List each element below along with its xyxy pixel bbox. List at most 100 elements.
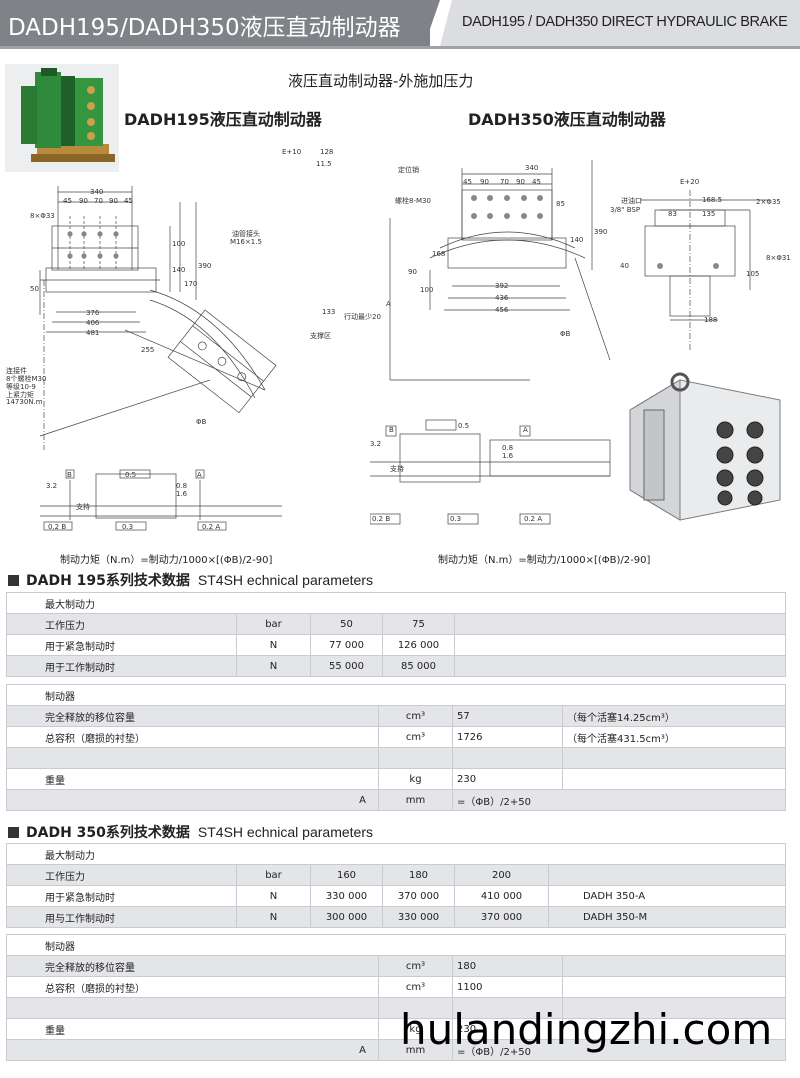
- locator-label: 定位销: [398, 166, 419, 174]
- section-title-195: DADH 195系列技术数据: [26, 573, 190, 589]
- table-row: 完全释放的移位容量 cm³ 180: [6, 955, 786, 977]
- dim-195-d: 90: [109, 197, 118, 205]
- table-195-force: 最大制动力 工作压力 bar 50 75 用于紧急制动时 N 77 000 12…: [6, 592, 786, 677]
- dim-195-holes: 8×Φ33: [30, 212, 55, 220]
- inlet-thread: 3/8" BSP: [610, 206, 641, 214]
- dim-350-168: 168: [432, 250, 446, 258]
- dim-350-188: 188: [704, 316, 718, 324]
- oil-port-thread: M16×1.5: [230, 238, 262, 246]
- drawing-195-front-view: [39, 186, 282, 531]
- dim-195-133: 133: [322, 308, 336, 316]
- dim-195-255: 255: [141, 346, 155, 354]
- connector-195-l4: 上紧力矩: [6, 391, 34, 399]
- section-title-350: DADH 350系列技术数据: [26, 825, 190, 841]
- table-row: 用于紧急制动时 N 77 000 126 000: [6, 634, 786, 656]
- dim-350-8phi31: 8×Φ31: [766, 254, 791, 262]
- dim-195-50: 50: [30, 285, 39, 293]
- surface-195-a: 3.2: [46, 482, 58, 490]
- dim-195-phib: ΦB: [196, 418, 207, 426]
- drawing-350-front-view: [370, 160, 770, 525]
- support-195-label: 支持: [76, 503, 90, 511]
- section-subtitle-195: ST4SH echnical parameters: [197, 572, 373, 588]
- header-slant-light: [440, 0, 452, 46]
- group-max-force: 最大制动力: [6, 592, 786, 614]
- dim-350-a: 45: [463, 178, 472, 186]
- surface-195-b: 0.8: [176, 482, 188, 490]
- dim-195-406: 406: [86, 319, 100, 327]
- dim-350-392: 392: [495, 282, 509, 290]
- dim-195-width: 340: [90, 188, 104, 196]
- page-title: DADH195/DADH350液压直动制动器: [8, 15, 401, 41]
- table-row: [6, 997, 786, 1019]
- tol-195-a: A: [197, 471, 202, 479]
- formula-350: 制动力矩（N.m）=制动力/1000×[(ΦB)/2-90]: [438, 555, 651, 566]
- group-brake: 制动器: [6, 684, 786, 706]
- dim-350-e20: E+20: [680, 178, 700, 186]
- dim-350-83: 83: [668, 210, 677, 218]
- connector-195-l5: 14730N.m: [6, 398, 43, 406]
- tol-195-v2: 0.2 B: [48, 523, 67, 531]
- dim-350-2phi35: 2×Φ35: [756, 198, 781, 206]
- dim-195-e10: E+10: [282, 148, 302, 156]
- tol-350-v1: 0.5: [458, 422, 470, 430]
- dim-350-c: 70: [500, 178, 509, 186]
- dim-195-100: 100: [172, 240, 186, 248]
- header-divider: [0, 46, 800, 49]
- table-row: 总容积（磨损的衬垫） cm³ 1100: [6, 976, 786, 998]
- table-row: 用于工作制动时 N 55 000 85 000: [6, 655, 786, 677]
- oil-port-label: 油管接头: [232, 230, 260, 238]
- tol-350-v3: 0.3: [450, 515, 462, 523]
- tol-195-b: B: [67, 471, 72, 479]
- dim-195-170: 170: [184, 280, 198, 288]
- table-350-force: 最大制动力 工作压力 bar 160 180 200 用于紧急制动时 N 330…: [6, 843, 786, 928]
- header-slant-dark: [424, 0, 440, 46]
- dim-195-c: 70: [94, 197, 103, 205]
- connector-195-l2: 8个螺栓M30: [6, 375, 47, 383]
- dim-195-11-5: 11.5: [316, 160, 332, 168]
- dim-195-b: 90: [79, 197, 88, 205]
- dim-195-a: 45: [63, 197, 72, 205]
- dim-350-436: 436: [495, 294, 509, 302]
- dim-350-b: 90: [480, 178, 489, 186]
- bolts-label: 螺栓8-M30: [395, 197, 431, 205]
- section-heading-195: DADH 195系列技术数据 ST4SH echnical parameters: [8, 570, 373, 590]
- header-right-band: [452, 0, 800, 46]
- page-title-english: DADH195 / DADH350 DIRECT HYDRAULIC BRAKE: [462, 14, 788, 30]
- dim-350-e: 45: [532, 178, 541, 186]
- section-subtitle-350: ST4SH echnical parameters: [197, 824, 373, 840]
- table-row: 用与工作制动时 N 300 000 330 000 370 000 DADH 3…: [6, 906, 786, 928]
- dim-195-376: 376: [86, 309, 100, 317]
- tol-195-v3: 0.3: [122, 523, 134, 531]
- gap-note: 行动最少20: [344, 313, 381, 321]
- dim-350-135: 135: [702, 210, 716, 218]
- drawing-title-195: DADH195液压直动制动器: [124, 110, 322, 129]
- support-350-label: 支持: [390, 465, 404, 473]
- surface-350-b: 0.8: [502, 444, 514, 452]
- surface-350-c: 1.6: [502, 452, 514, 460]
- tol-195-v4: 0.2 A: [202, 523, 221, 531]
- dim-350-width: 340: [525, 164, 539, 172]
- dim-350-456: 456: [495, 306, 509, 314]
- dim-350-85: 85: [556, 200, 565, 208]
- dim-350-140: 140: [570, 236, 584, 244]
- table-row: 工作压力 bar 160 180 200: [6, 864, 786, 886]
- table-195-brake: 制动器 完全释放的移位容量 cm³ 57 （每个活塞14.25cm³） 总容积（…: [6, 684, 786, 811]
- tol-350-v4: 0.2 A: [524, 515, 543, 523]
- table-row: A mm =（ΦB）/2+50: [6, 1039, 786, 1061]
- section-bullet-icon: [8, 826, 19, 838]
- drawing-main-title: 液压直动制动器-外施加压力: [288, 72, 474, 90]
- surface-350-a: 3.2: [370, 440, 382, 448]
- connector-195-l1: 连接件: [6, 367, 27, 375]
- dim-350-100: 100: [420, 286, 434, 294]
- tol-350-a: A: [523, 426, 528, 434]
- section-bullet-icon: [8, 574, 19, 586]
- group-max-force-350: 最大制动力: [6, 843, 786, 865]
- dim-195-e: 45: [124, 197, 133, 205]
- dim-350-d: 90: [516, 178, 525, 186]
- drawing-title-350: DADH350液压直动制动器: [468, 110, 666, 129]
- dim-195-140: 140: [172, 266, 186, 274]
- product-render-350: [629, 372, 781, 521]
- section-heading-350: DADH 350系列技术数据 ST4SH echnical parameters: [8, 822, 373, 842]
- dim-195-128: 128: [320, 148, 334, 156]
- product-photo-195: [5, 64, 119, 172]
